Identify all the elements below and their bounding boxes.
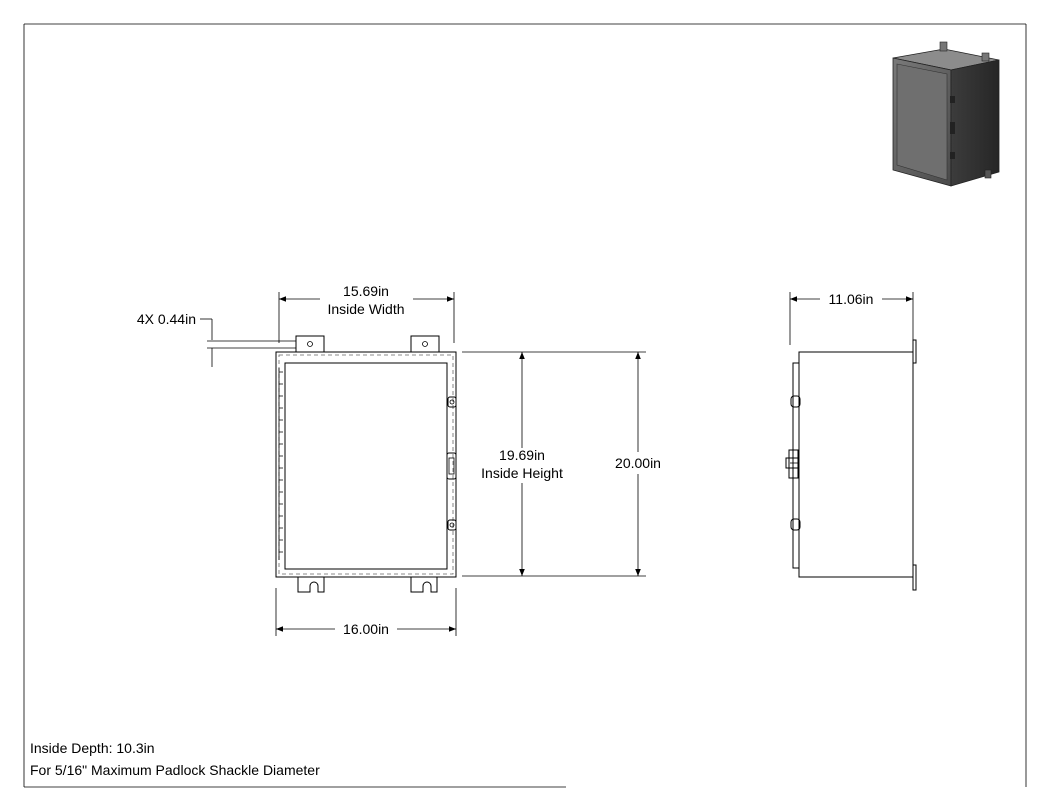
inside-height-value: 19.69in xyxy=(499,447,545,463)
side-view xyxy=(785,339,917,591)
overall-height-dimension: 20.00in xyxy=(530,351,661,577)
inside-height-label: Inside Height xyxy=(481,465,563,481)
depth-value: 11.06in xyxy=(829,291,874,307)
inside-width-dimension: 15.69in Inside Width xyxy=(278,283,455,343)
note-inside-depth: Inside Depth: 10.3in xyxy=(30,740,155,756)
overall-width-value: 16.00in xyxy=(343,621,389,637)
depth-dimension: 11.06in xyxy=(789,291,914,345)
hinge-ticks xyxy=(279,371,283,553)
front-view xyxy=(275,335,457,593)
note-padlock: For 5/16" Maximum Padlock Shackle Diamet… xyxy=(30,762,320,778)
inside-height-dimension: 19.69in Inside Height xyxy=(462,351,563,577)
isometric-enclosure-thumbnail xyxy=(892,41,1000,187)
inside-width-label: Inside Width xyxy=(327,301,404,317)
inside-width-value: 15.69in xyxy=(343,283,389,299)
overall-width-dimension: 16.00in xyxy=(275,588,457,637)
mount-hole-dimension: 4X 0.44in xyxy=(137,311,296,367)
drawing-border xyxy=(23,23,1027,788)
overall-height-value: 20.00in xyxy=(615,455,661,471)
notes: Inside Depth: 10.3in For 5/16" Maximum P… xyxy=(30,740,320,778)
mount-hole-label: 4X 0.44in xyxy=(137,311,196,327)
